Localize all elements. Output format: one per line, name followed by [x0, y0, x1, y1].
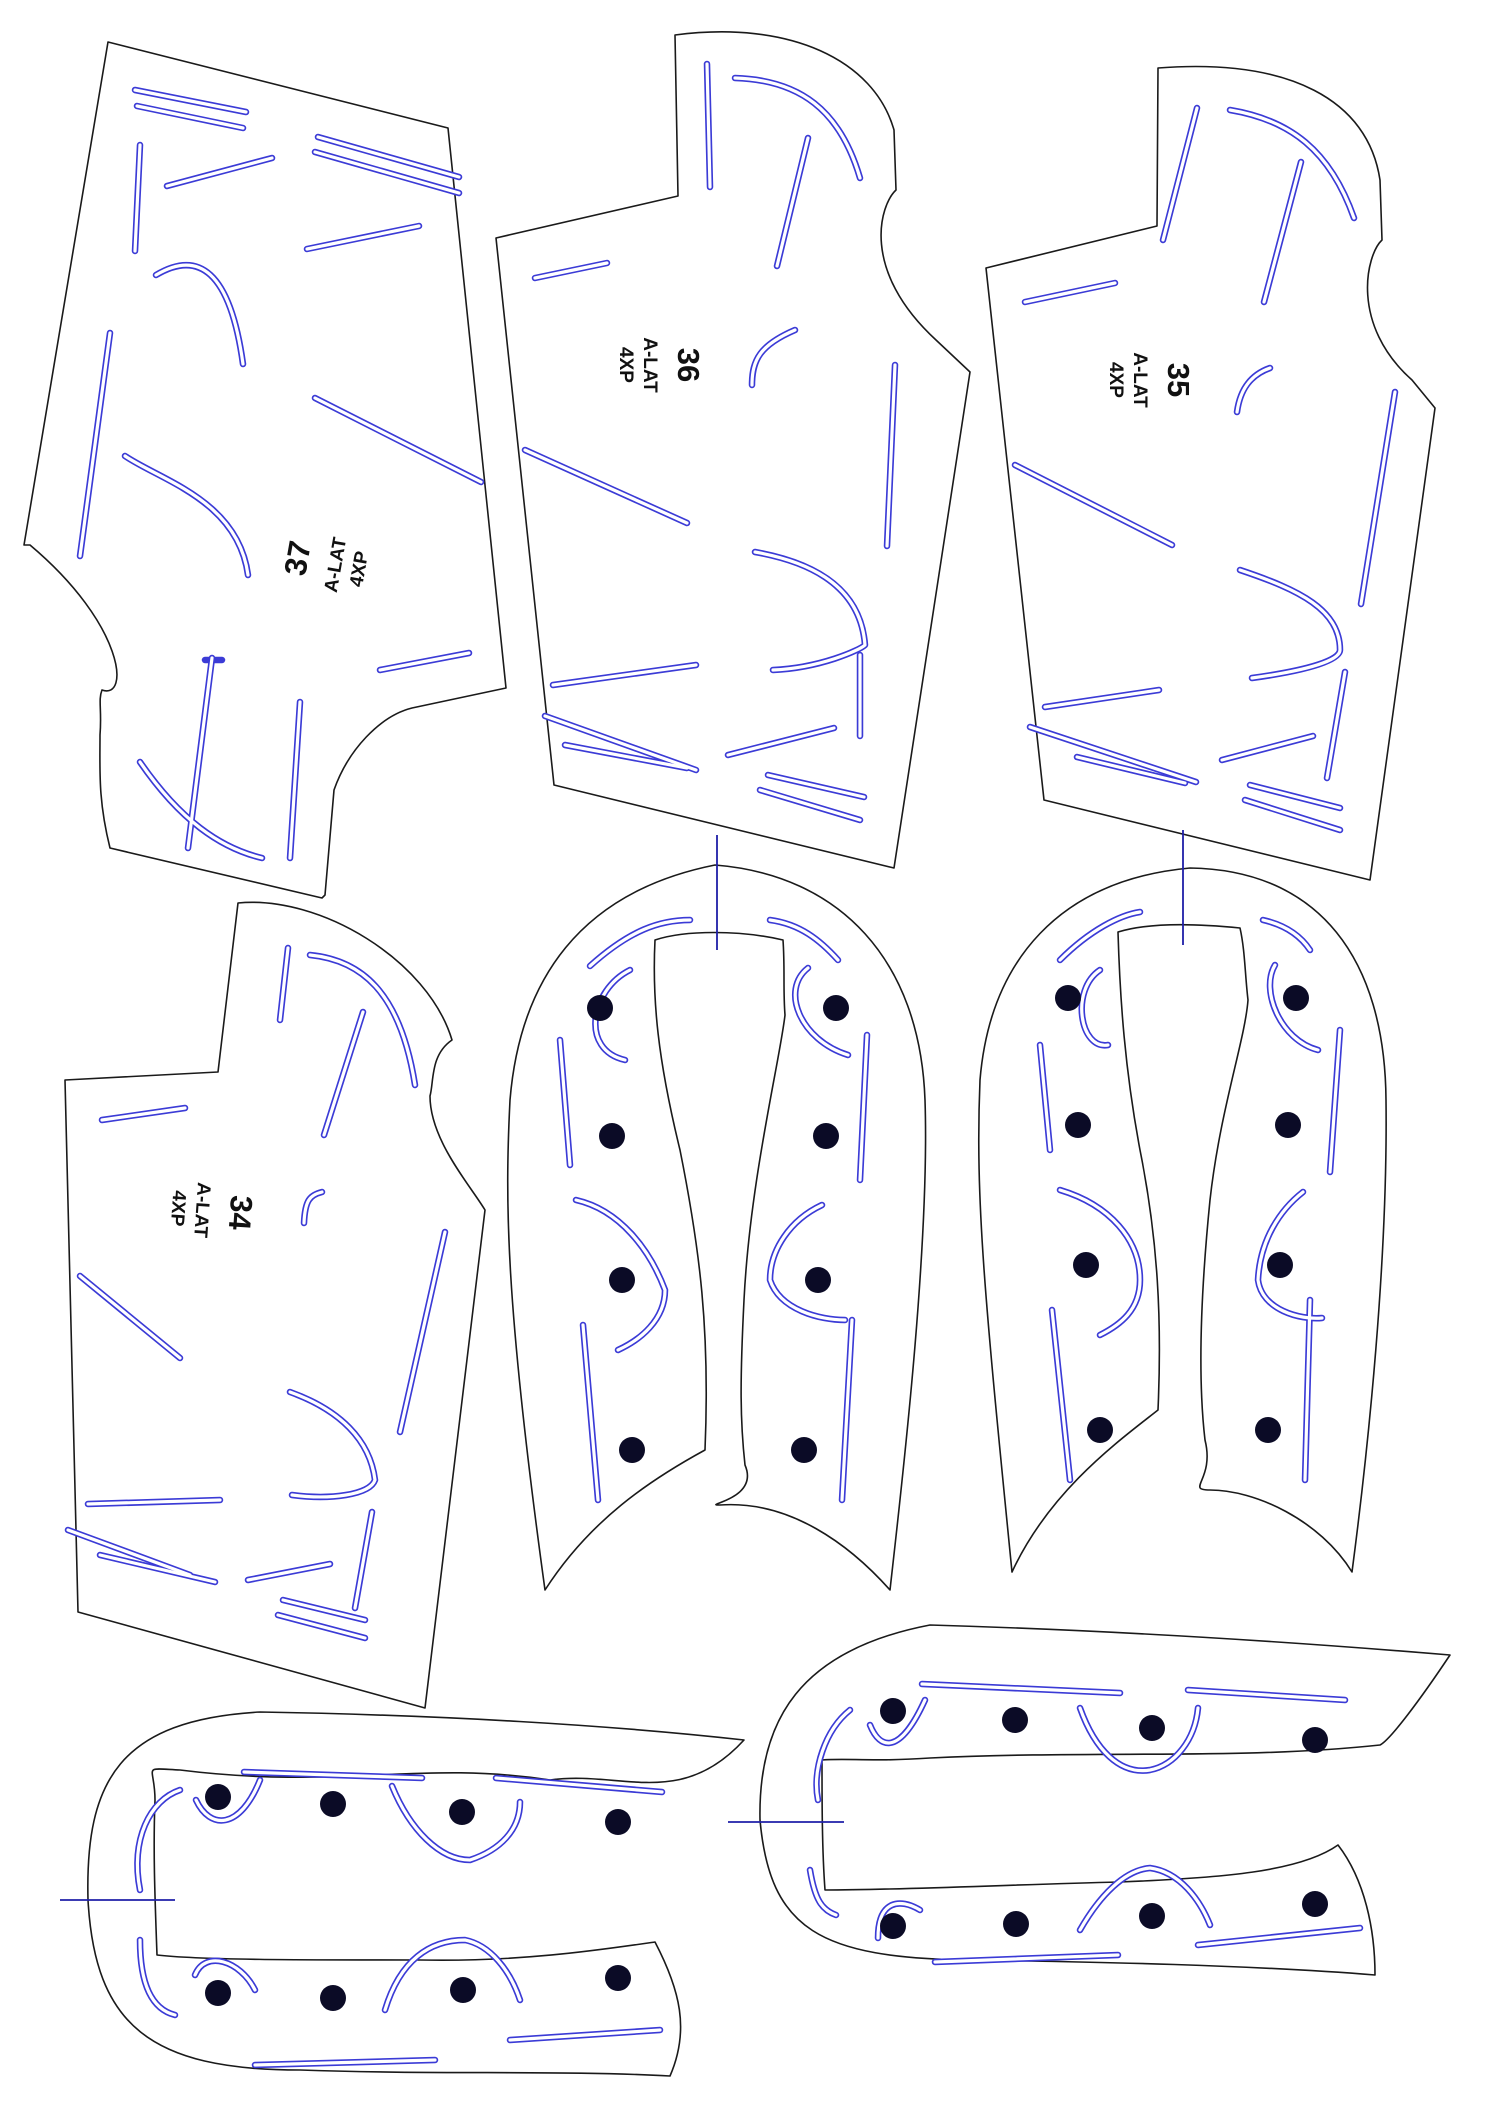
- piece-code: A-LAT: [639, 337, 660, 393]
- hole: [1302, 1891, 1328, 1917]
- piece-label-37: 37 A-LAT 4XP: [277, 535, 373, 594]
- hole: [320, 1791, 346, 1817]
- hole: [1087, 1417, 1113, 1443]
- hole: [880, 1913, 906, 1939]
- hole: [805, 1267, 831, 1293]
- u-piece-bottom-right: [728, 1624, 1451, 1976]
- piece-size: 4XP: [1105, 362, 1126, 398]
- piece-outline: [977, 867, 1387, 1573]
- hole: [1139, 1715, 1165, 1741]
- holes: [587, 995, 849, 1463]
- hole: [823, 995, 849, 1021]
- piece-code: A-LAT: [189, 1182, 214, 1239]
- piece-number: 37: [277, 538, 317, 578]
- piece-outline: [23, 41, 507, 899]
- hole: [1073, 1252, 1099, 1278]
- piece-number: 34: [222, 1194, 259, 1232]
- hole: [1302, 1727, 1328, 1753]
- stitch-lines: [76, 86, 485, 862]
- hole: [813, 1123, 839, 1149]
- piece-number: 35: [1161, 363, 1196, 397]
- hole: [605, 1809, 631, 1835]
- hole: [1255, 1417, 1281, 1443]
- pattern-piece-36: 36 A-LAT 4XP: [495, 31, 971, 869]
- hole: [1065, 1112, 1091, 1138]
- piece-outline: [495, 31, 971, 869]
- hole: [1055, 985, 1081, 1011]
- piece-outline: [64, 901, 486, 1709]
- hole: [619, 1437, 645, 1463]
- pattern-piece-35: 35 A-LAT 4XP: [985, 65, 1436, 881]
- u-piece-middle-left: [506, 835, 927, 1591]
- piece-outline: [759, 1624, 1451, 1976]
- stitch-lines: [521, 60, 899, 824]
- hole: [1275, 1112, 1301, 1138]
- piece-number: 36: [671, 348, 706, 382]
- piece-label-36: 36 A-LAT 4XP: [615, 337, 706, 393]
- hole: [605, 1965, 631, 1991]
- holes: [1055, 985, 1309, 1443]
- stitch-lines: [1036, 908, 1344, 1484]
- piece-code: A-LAT: [1129, 352, 1150, 408]
- hole: [609, 1267, 635, 1293]
- hole: [1139, 1903, 1165, 1929]
- pattern-piece-37: 37 A-LAT 4XP: [23, 41, 507, 899]
- hole: [587, 995, 613, 1021]
- stitch-lines: [806, 1680, 1364, 1966]
- stitch-lines: [64, 944, 449, 1642]
- piece-label-35: 35 A-LAT 4XP: [1105, 352, 1196, 408]
- hole: [1003, 1911, 1029, 1937]
- hole: [449, 1799, 475, 1825]
- pattern-piece-34: 34 A-LAT 4XP: [64, 901, 486, 1709]
- hole: [1267, 1252, 1293, 1278]
- hole: [205, 1784, 231, 1810]
- piece-label-34: 34 A-LAT 4XP: [166, 1182, 259, 1239]
- piece-outline: [506, 864, 927, 1591]
- holes: [880, 1698, 1328, 1939]
- u-piece-bottom-left: [60, 1711, 745, 2077]
- piece-size: 4XP: [166, 1190, 189, 1228]
- hole: [320, 1985, 346, 2011]
- hole: [205, 1980, 231, 2006]
- hole: [450, 1977, 476, 2003]
- piece-size: 4XP: [615, 347, 636, 383]
- hole: [791, 1437, 817, 1463]
- holes: [205, 1784, 631, 2011]
- stitch-lines: [1011, 104, 1399, 834]
- u-piece-middle-right: [977, 830, 1387, 1573]
- hole: [599, 1123, 625, 1149]
- hole: [880, 1698, 906, 1724]
- piece-outline: [87, 1711, 745, 2077]
- hole: [1002, 1707, 1028, 1733]
- stitch-lines: [134, 1768, 666, 2069]
- piece-outline: [985, 65, 1436, 881]
- hole: [1283, 985, 1309, 1011]
